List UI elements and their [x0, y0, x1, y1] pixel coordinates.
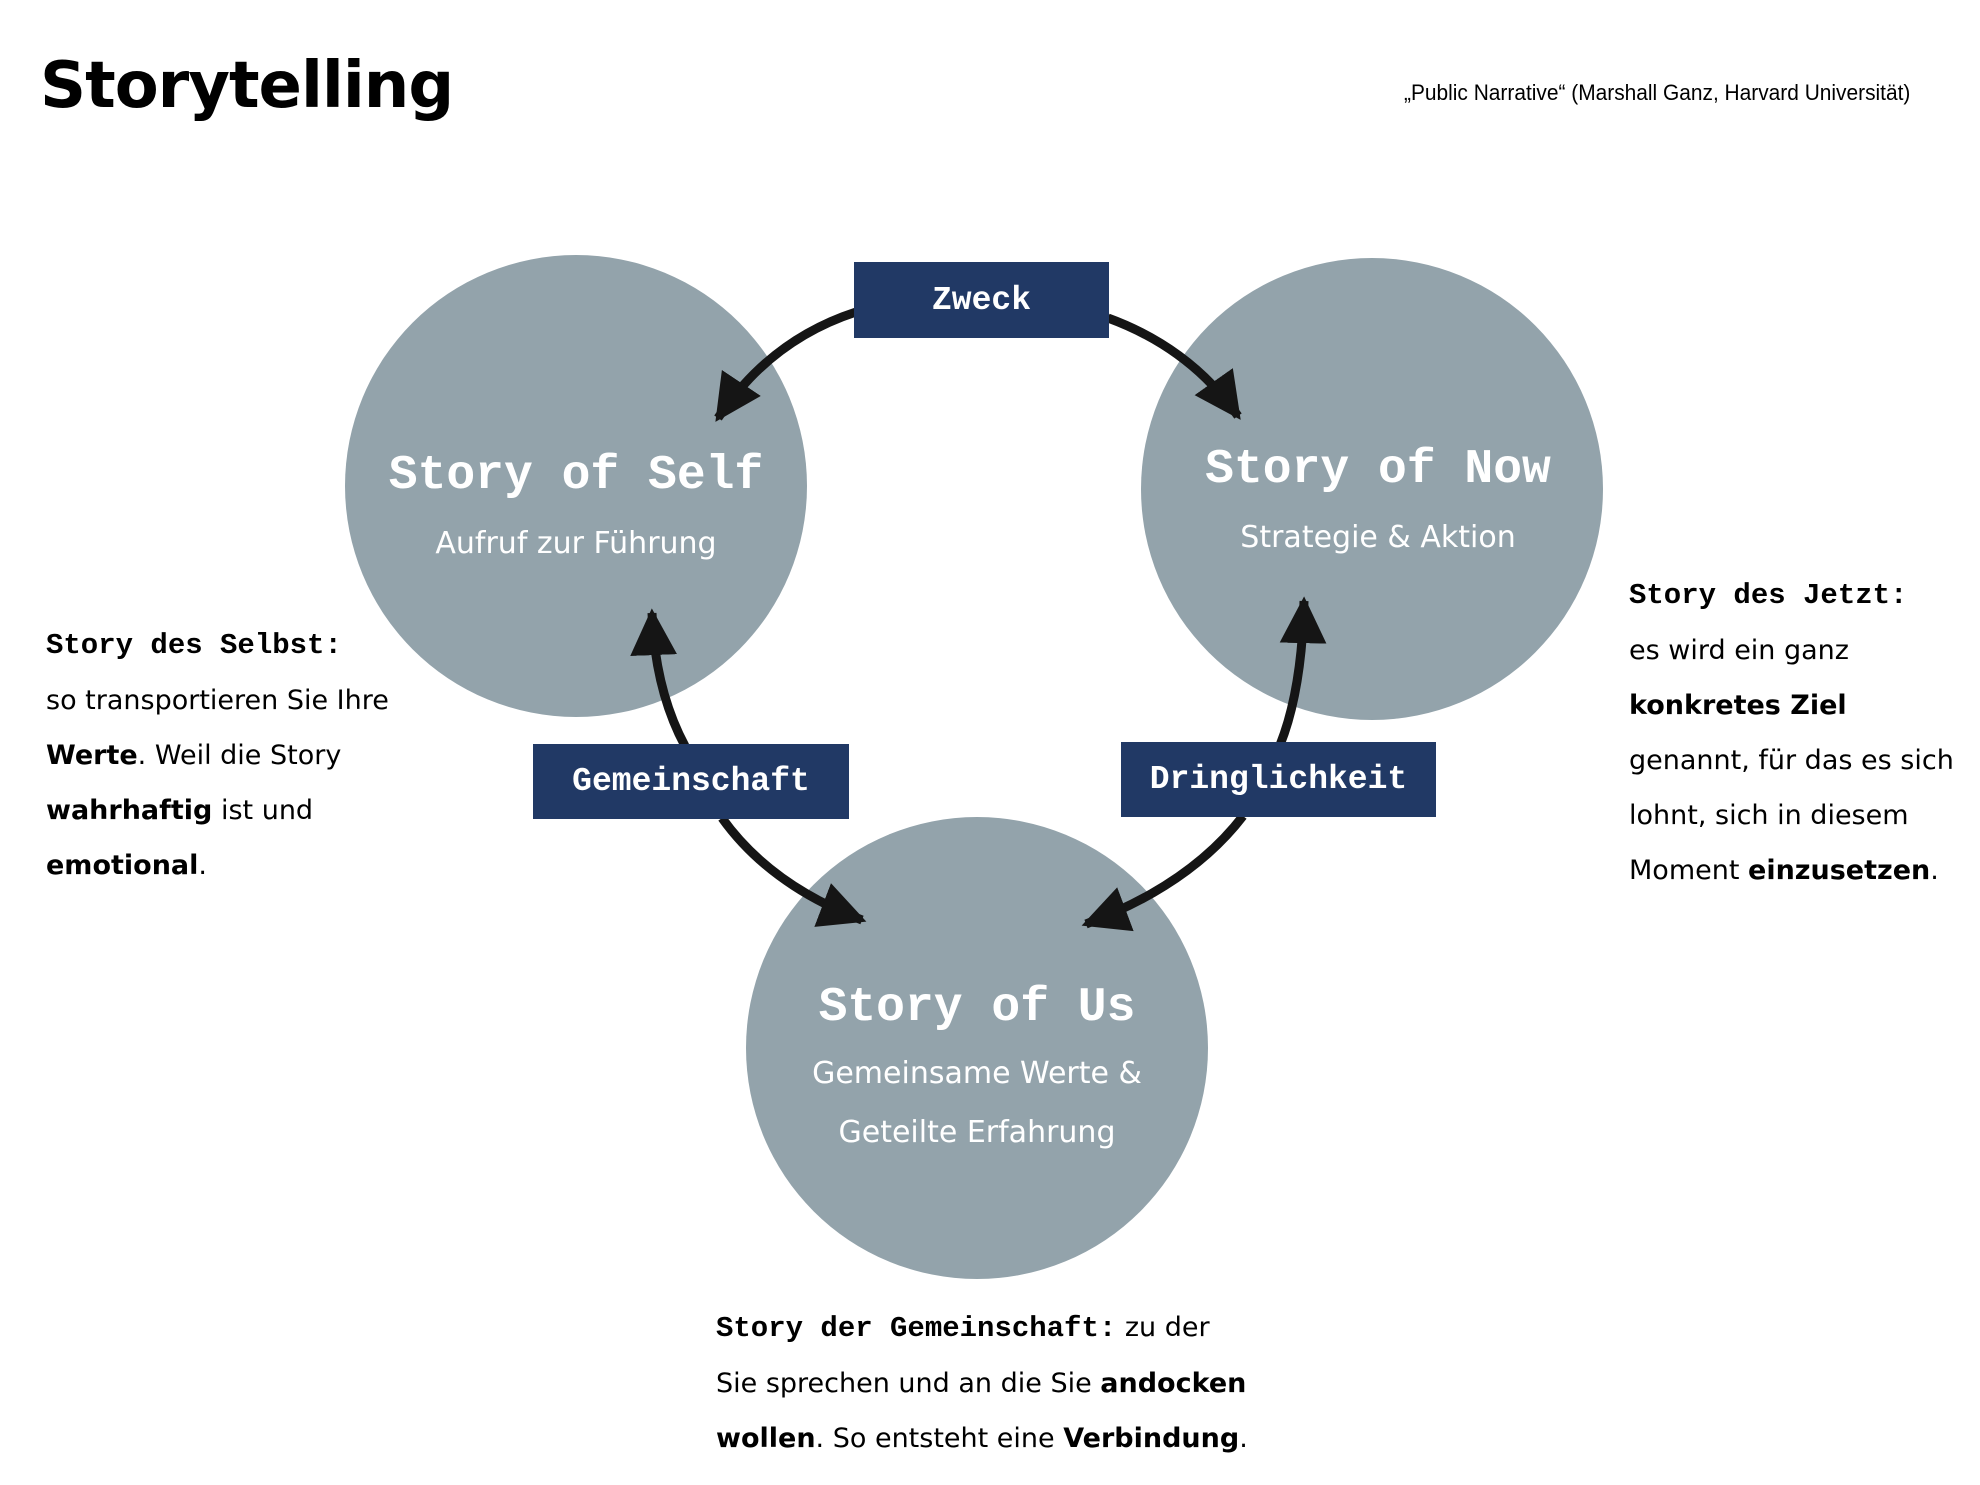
note-text: .	[1239, 1423, 1248, 1454]
arrow-gemeinschaft-to-self	[630, 608, 689, 749]
arrow-zweck-to-now	[1106, 313, 1242, 420]
note-story-des-selbst: Story des Selbst: so transportieren Sie …	[46, 618, 389, 893]
tag-gemeinschaft: Gemeinschaft	[533, 744, 849, 819]
note-heading-jetzt: Story des Jetzt:	[1629, 579, 1908, 612]
note-line: lohnt, sich in diesem	[1629, 800, 1909, 831]
note-line: es wird ein ganz	[1629, 635, 1849, 666]
circle-subtitle-self: Aufruf zur Führung	[435, 526, 717, 561]
note-line: Sie sprechen und an die Sie andocken	[716, 1356, 1248, 1411]
tag-dringlichkeit: Dringlichkeit	[1121, 742, 1436, 817]
note-line: genannt, für das es sich	[1629, 745, 1954, 776]
emphasis: wahrhaftig	[46, 795, 213, 826]
circle-story-of-now	[1141, 258, 1603, 720]
circle-subtitle-now: Strategie & Aktion	[1240, 520, 1516, 555]
circle-subtitle-us-1: Gemeinsame Werte &	[812, 1056, 1142, 1091]
page-title: Storytelling	[40, 49, 454, 123]
citation: „Public Narrative“ (Marshall Ganz, Harva…	[1404, 80, 1911, 105]
note-text: .	[198, 850, 207, 881]
note-line: emotional.	[46, 838, 389, 893]
circle-title-us: Story of Us	[818, 981, 1136, 1035]
emphasis: emotional	[46, 850, 199, 881]
note-story-des-jetzt: Story des Jetzt: es wird ein ganz konkre…	[1629, 568, 1954, 898]
note-text: zu der	[1116, 1312, 1210, 1343]
emphasis: andocken	[1100, 1368, 1247, 1399]
note-line: konkretes Ziel	[1629, 678, 1954, 733]
circle-label-now: Story of Now Strategie & Aktion	[1147, 446, 1609, 567]
note-text: Moment	[1629, 855, 1749, 886]
emphasis: konkretes Ziel	[1629, 690, 1847, 721]
circle-story-of-self	[345, 255, 807, 717]
circle-story-of-us	[746, 817, 1208, 1279]
note-text: . Weil die Story	[137, 740, 342, 771]
arrow-dringlichkeit-to-us	[1081, 813, 1247, 932]
emphasis: wollen	[716, 1423, 816, 1454]
note-line: wollen. So entsteht eine Verbindung.	[716, 1411, 1248, 1466]
emphasis: Werte	[46, 740, 138, 771]
circle-title-self: Story of Self	[388, 449, 764, 503]
note-heading-gemeinschaft: Story der Gemeinschaft:	[716, 1312, 1117, 1345]
note-text: . So entsteht eine	[815, 1423, 1064, 1454]
tag-zweck: Zweck	[854, 262, 1109, 338]
circle-subtitle-us-2: Geteilte Erfahrung	[838, 1115, 1116, 1150]
note-heading-selbst: Story des Selbst:	[46, 629, 342, 662]
circle-label-us: Story of Us Gemeinsame Werte & Geteilte …	[746, 984, 1208, 1162]
note-line: so transportieren Sie Ihre	[46, 685, 389, 716]
note-line: wahrhaftig ist und	[46, 783, 389, 838]
arrow-dringlichkeit-to-now	[1275, 596, 1327, 747]
note-line: Werte. Weil die Story	[46, 728, 389, 783]
note-text: .	[1930, 855, 1939, 886]
note-text: ist und	[212, 795, 314, 826]
arrow-zweck-to-self	[714, 307, 858, 422]
arrow-gemeinschaft-to-us	[718, 815, 867, 927]
note-line: Story der Gemeinschaft: zu der	[716, 1300, 1248, 1356]
circle-title-now: Story of Now	[1205, 443, 1551, 497]
note-story-der-gemeinschaft: Story der Gemeinschaft: zu der Sie sprec…	[716, 1300, 1248, 1466]
note-text: Sie sprechen und an die Sie	[716, 1368, 1101, 1399]
emphasis: Verbindung	[1063, 1423, 1240, 1454]
circle-label-self: Story of Self Aufruf zur Führung	[345, 452, 807, 573]
note-line: Moment einzusetzen.	[1629, 843, 1954, 898]
emphasis: einzusetzen	[1748, 855, 1931, 886]
